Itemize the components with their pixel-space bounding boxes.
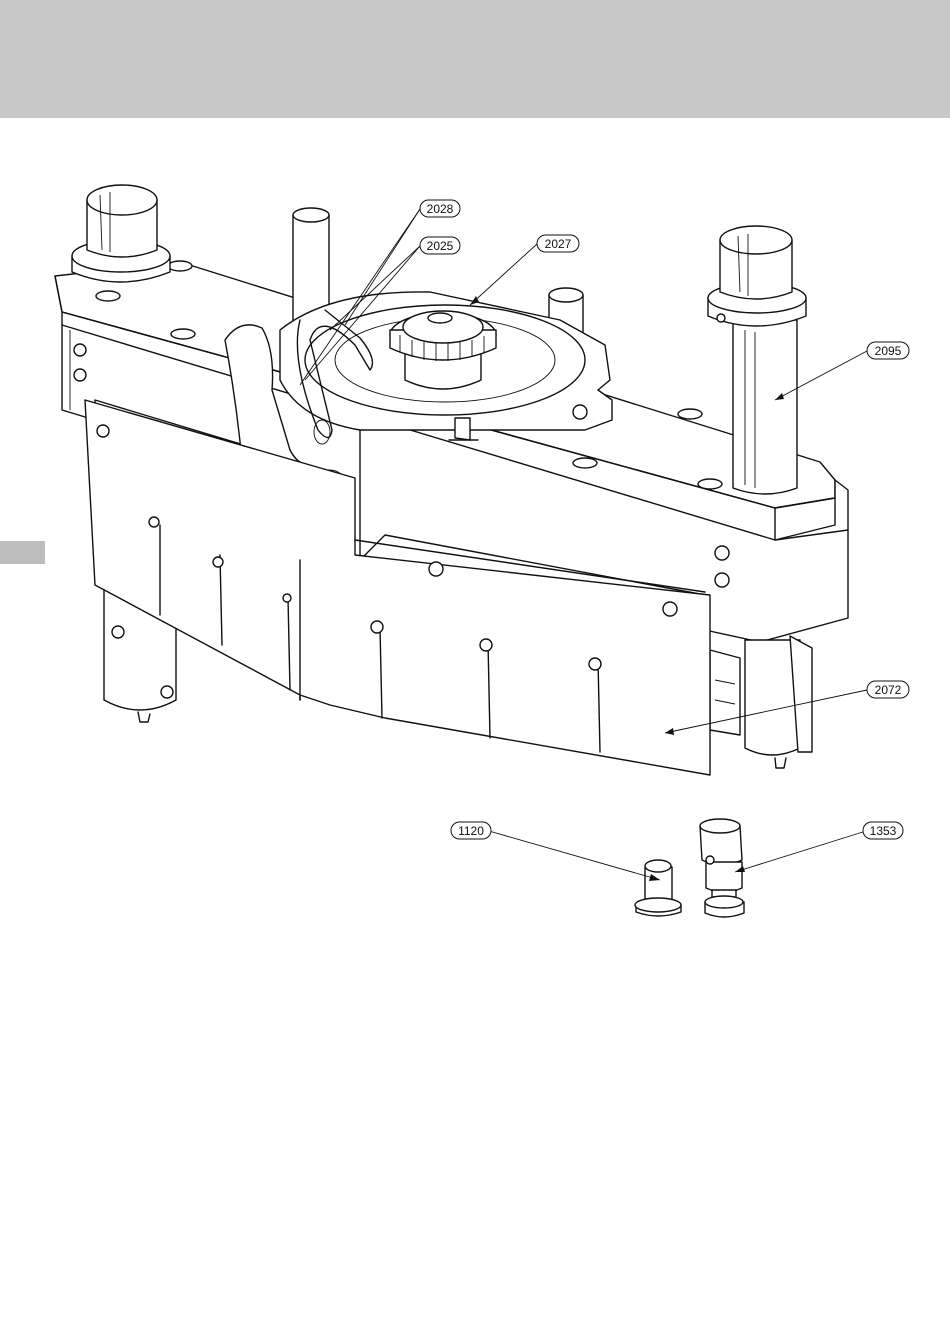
callout-label: 2025 — [427, 239, 454, 253]
callout-label: 1353 — [870, 824, 897, 838]
callout-label: 2095 — [875, 344, 902, 358]
callout-label: 2028 — [427, 202, 454, 216]
callout-2025: 2025 — [420, 237, 460, 254]
callout-label: 2027 — [545, 237, 572, 251]
callout-2028: 2028 — [420, 200, 460, 217]
callout-label: 1120 — [458, 824, 484, 838]
callout-2072: 2072 — [867, 681, 909, 698]
callout-2027: 2027 — [537, 235, 579, 252]
sleeve-1353 — [700, 819, 744, 917]
callout-2095: 2095 — [867, 342, 909, 359]
bushing-1120 — [635, 860, 681, 916]
callout-1120: 1120 — [451, 822, 491, 839]
callout-label: 2072 — [875, 683, 902, 697]
callout-1353: 1353 — [863, 822, 903, 839]
left-knob — [72, 185, 170, 282]
gear — [390, 311, 496, 389]
right-lower-shaft — [710, 636, 812, 768]
